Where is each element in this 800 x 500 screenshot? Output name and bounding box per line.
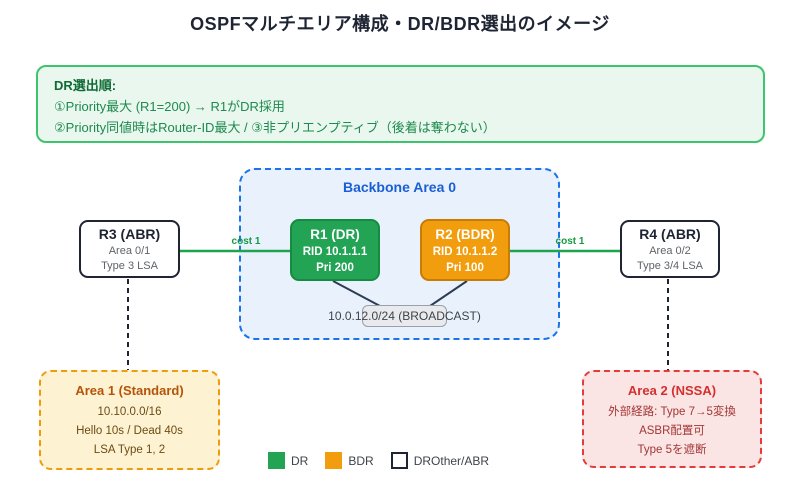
router-r4-lsa: Type 3/4 LSA <box>636 259 704 272</box>
router-r2-priority: Pri 100 <box>446 261 484 274</box>
router-r2-rid: RID 10.1.1.2 <box>432 245 498 258</box>
drother-color-swatch <box>390 452 408 469</box>
cost-label-left: cost 1 <box>231 236 261 247</box>
area2-nssa-box: Area 2 (NSSA) 外部経路: Type 7→5変換 ASBR配置可 T… <box>582 370 762 468</box>
router-r1-name: R1 (DR) <box>310 226 360 242</box>
router-r1-rid: RID 10.1.1.1 <box>302 245 368 258</box>
router-r3-abr: R3 (ABR) Area 0/1 Type 3 LSA <box>79 220 180 278</box>
legend-item-dr: DR <box>268 452 308 469</box>
page-title: OSPFマルチエリア構成・DR/BDR選出のイメージ <box>190 14 610 34</box>
link-r2-segment <box>429 280 468 307</box>
info-line-2: ②Priority同値時はRouter-ID最大 / ③非プリエンプティブ（後着… <box>54 120 496 135</box>
info-line-1: ①Priority最大 (R1=200) → R1がDR採用 <box>54 99 285 114</box>
dr-election-info-box: DR選出順: ①Priority最大 (R1=200) → R1がDR採用 ②P… <box>36 65 765 143</box>
legend-label-dr: DR <box>291 453 309 468</box>
legend: DR BDR DROther/ABR <box>268 452 489 469</box>
link-r1-segment <box>332 280 381 307</box>
broadcast-segment-label: 10.0.12.0/24 (BROADCAST) <box>328 309 481 323</box>
info-heading: DR選出順: <box>54 78 117 93</box>
router-r2-bdr: R2 (BDR) RID 10.1.1.2 Pri 100 <box>420 219 510 281</box>
router-r2-name: R2 (BDR) <box>435 226 495 242</box>
cost-label-right: cost 1 <box>555 236 585 247</box>
router-r1-priority: Pri 200 <box>316 261 354 274</box>
legend-item-drother: DROther/ABR <box>390 452 490 469</box>
area2-title: Area 2 (NSSA) <box>627 383 717 398</box>
area1-lsa: LSA Type 1, 2 <box>93 444 166 456</box>
area1-standard-box: Area 1 (Standard) 10.10.0.0/16 Hello 10s… <box>39 370 220 470</box>
backbone-area0-title: Backbone Area 0 <box>342 179 457 195</box>
area1-title: Area 1 (Standard) <box>75 383 184 398</box>
broadcast-segment-box: 10.0.12.0/24 (BROADCAST) <box>328 305 481 327</box>
area2-type5: Type 5を遮断 <box>637 444 707 456</box>
legend-item-bdr: BDR <box>325 452 374 469</box>
bdr-color-swatch <box>325 452 343 469</box>
router-r4-abr: R4 (ABR) Area 0/2 Type 3/4 LSA <box>620 220 720 278</box>
area1-network: 10.10.0.0/16 <box>97 406 162 418</box>
area2-asbr: ASBR配置可 <box>639 425 705 437</box>
area2-external: 外部経路: Type 7→5変換 <box>608 406 736 418</box>
dr-color-swatch <box>268 452 285 469</box>
router-r3-lsa: Type 3 LSA <box>101 259 158 272</box>
router-r3-area: Area 0/1 <box>108 244 151 257</box>
area1-timers: Hello 10s / Dead 40s <box>76 425 183 437</box>
router-r3-name: R3 (ABR) <box>98 225 161 242</box>
router-r4-name: R4 (ABR) <box>639 225 701 242</box>
legend-label-bdr: BDR <box>348 453 374 468</box>
router-r4-area: Area 0/2 <box>649 244 691 257</box>
router-r1-dr: R1 (DR) RID 10.1.1.1 Pri 200 <box>290 219 380 281</box>
legend-label-drother: DROther/ABR <box>413 453 490 468</box>
